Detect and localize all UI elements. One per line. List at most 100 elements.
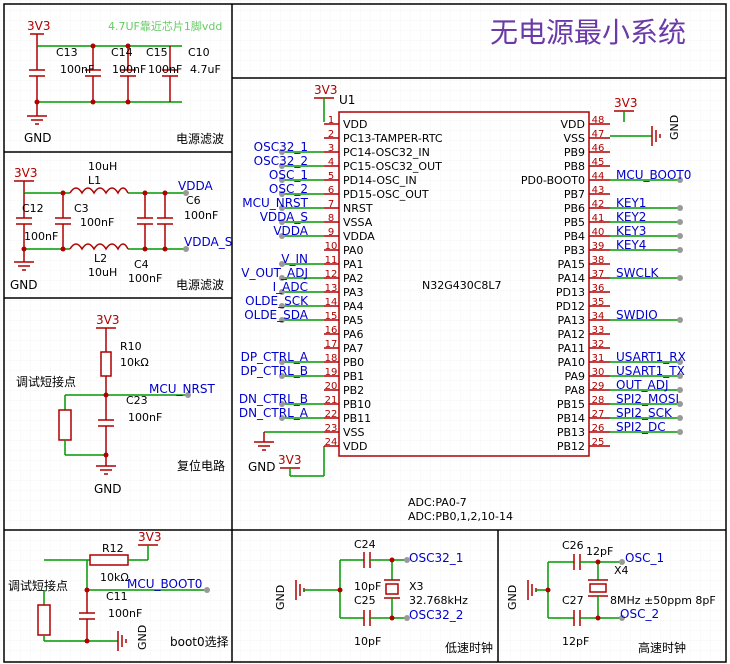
pin-number: 32 — [592, 339, 605, 350]
pin-number: 21 — [325, 395, 338, 406]
pin-number: 9 — [328, 227, 334, 238]
pin-number: 30 — [592, 367, 605, 378]
pin-number: 36 — [592, 283, 605, 294]
boot-gnd-label: GND — [136, 625, 149, 650]
pin-number: 10 — [325, 241, 338, 252]
net-label: USART1_RX — [616, 350, 686, 364]
mcu-pin-7: 7 NRST MCU_NRST — [242, 196, 373, 215]
pin-name: PA4 — [343, 300, 363, 313]
pin-name: PB9 — [564, 146, 585, 159]
pin-number: 1 — [328, 115, 334, 126]
net-label: OSC_2 — [269, 182, 308, 196]
c25-value: 10pF — [354, 635, 381, 648]
lse-net2: OSC32_2 — [409, 608, 463, 622]
net-label: DP_CTRL_A — [241, 350, 309, 364]
reset-circuit-label: 复位电路 — [177, 458, 225, 473]
pin-name: PA0 — [343, 244, 363, 257]
pin-name: PA3 — [343, 286, 363, 299]
pin-number: 35 — [592, 297, 605, 308]
net-label: OSC32_2 — [254, 154, 308, 168]
mcu-gnd-left: GND — [248, 460, 276, 474]
l2-ref: L2 — [94, 252, 107, 265]
pin-number: 39 — [592, 241, 605, 252]
net-label: MCU_NRST — [242, 196, 308, 210]
c23-ref: C23 — [126, 394, 148, 407]
pin-name: PB7 — [564, 188, 585, 201]
pin-number: 20 — [325, 381, 338, 392]
c3-value: 100nF — [80, 216, 114, 229]
c6-ref: C6 — [186, 194, 201, 207]
pin-name: VDD — [343, 440, 367, 453]
x3-value: 32.768kHz — [409, 594, 468, 607]
c6-value: 100nF — [184, 209, 218, 222]
pin-name: PB11 — [343, 412, 371, 425]
net-label: DN_CTRL_A — [239, 406, 309, 420]
mcu-pin-10: 10 PA0 — [324, 241, 363, 257]
pin-number: 27 — [592, 409, 605, 420]
x4-value: 8MHz ±50ppm 8pF — [610, 594, 716, 607]
c4-value: 100nF — [128, 272, 162, 285]
pin-number: 19 — [325, 367, 338, 378]
c26-ref: C26 — [562, 539, 584, 552]
pin-name: VDDA — [343, 230, 375, 243]
net-label: OLDE_SCK — [245, 294, 309, 308]
pin-name: PA6 — [343, 328, 363, 341]
pin-name: PC14-OSC32_IN — [343, 146, 430, 159]
page-title: 无电源最小系统 — [490, 16, 686, 49]
pin-number: 37 — [592, 269, 605, 280]
pin-number: 16 — [325, 325, 338, 336]
pin-number: 7 — [328, 199, 334, 210]
pin-number: 6 — [328, 185, 334, 196]
mcu-part: N32G430C8L7 — [422, 279, 502, 292]
pin-number: 31 — [592, 353, 605, 364]
mcu-pin-9: 9 VDDA VDDA — [273, 224, 375, 243]
pin-number: 42 — [592, 199, 605, 210]
mcu-vcc-top: 3V3 — [314, 83, 337, 97]
pin-name: PD15-OSC_OUT — [343, 188, 429, 201]
mcu-body — [338, 111, 590, 457]
net-vdda: VDDA — [178, 179, 213, 193]
net-label: VDDA — [273, 224, 308, 238]
c27-ref: C27 — [562, 594, 584, 607]
pin-name: PA8 — [565, 384, 585, 397]
net-label: OLDE_SDA — [244, 308, 309, 322]
mcu-vcc-bottom: 3V3 — [278, 453, 301, 467]
net-label: SPI2_DC — [616, 420, 666, 434]
pin-number: 17 — [325, 339, 338, 350]
c24-ref: C24 — [354, 538, 376, 551]
analog-gnd-label: GND — [10, 278, 38, 292]
pin-number: 45 — [592, 157, 605, 168]
pin-name: PA10 — [558, 356, 585, 369]
pin-name: PB1 — [343, 370, 364, 383]
pin-number: 2 — [328, 129, 334, 140]
pin-name: PB10 — [343, 398, 371, 411]
pin-name: VSS — [343, 426, 365, 439]
r10-value: 10kΩ — [120, 356, 149, 369]
pin-name: NRST — [343, 202, 373, 215]
pin-number: 15 — [325, 311, 338, 322]
power-filter-label: 电源滤波 — [176, 132, 224, 146]
pin-number: 8 — [328, 213, 334, 224]
c11-value: 100nF — [108, 607, 142, 620]
mcu-pin-6: 6 PD15-OSC_OUT OSC_2 — [269, 182, 429, 201]
pin-name: VDD — [561, 118, 585, 131]
pin-number: 4 — [328, 157, 334, 168]
pin-name: PC15-OSC32_OUT — [343, 160, 442, 173]
